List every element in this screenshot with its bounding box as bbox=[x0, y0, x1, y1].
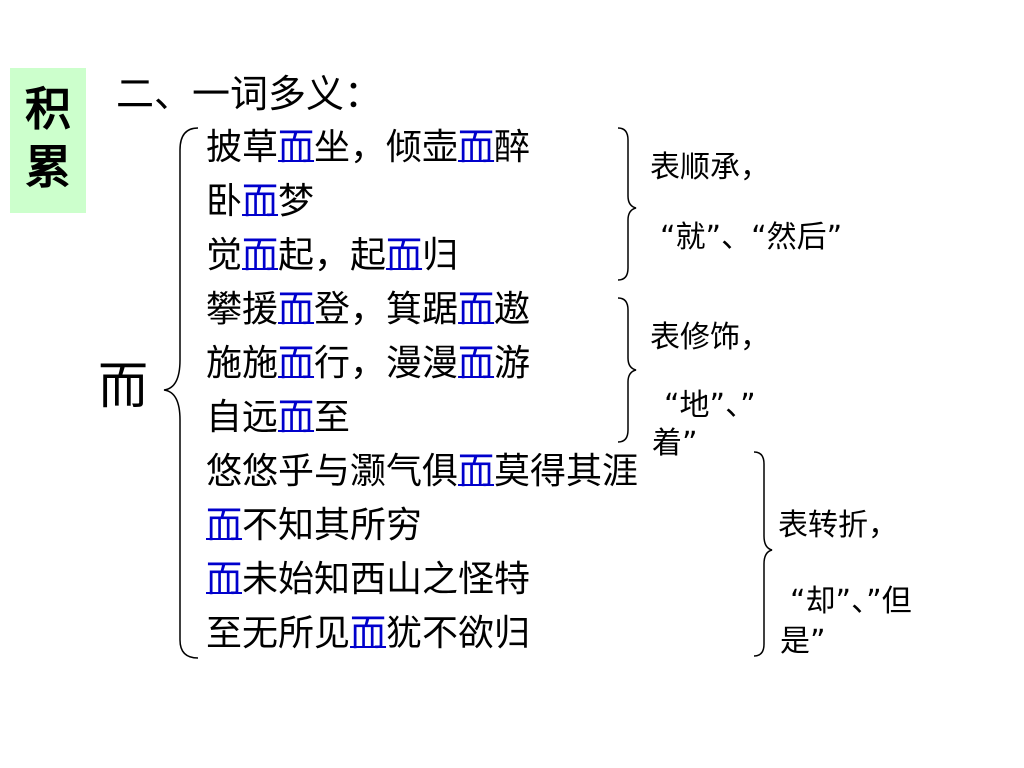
highlight-er: 而 bbox=[278, 343, 315, 384]
example-line-2: 卧而梦 bbox=[206, 178, 314, 226]
modifier-brace bbox=[617, 297, 637, 443]
tag-char-2: 累 bbox=[25, 140, 71, 194]
line-text: 起，起 bbox=[278, 235, 387, 276]
line-text: 悠悠乎与灏气俱 bbox=[206, 451, 459, 492]
highlight-er: 而 bbox=[278, 127, 315, 168]
succession-brace bbox=[617, 127, 637, 281]
category-tag: 积 累 bbox=[10, 68, 86, 213]
line-text: 自远 bbox=[206, 397, 279, 438]
example-line-10: 至无所见而犹不欲归 bbox=[206, 610, 530, 658]
section-heading: 二、一词多义： bbox=[116, 72, 383, 116]
highlight-er: 而 bbox=[458, 289, 495, 330]
line-text: 卧 bbox=[206, 181, 243, 222]
line-text: 遨 bbox=[494, 289, 531, 330]
turn-label: 表转折， bbox=[778, 508, 898, 543]
tag-char-1: 积 bbox=[25, 82, 71, 136]
main-character: 而 bbox=[98, 357, 148, 415]
line-text: 行，漫漫 bbox=[314, 343, 459, 384]
modifier-words-line1: “地”、” bbox=[664, 388, 756, 423]
highlight-er: 而 bbox=[386, 235, 423, 276]
highlight-er: 而 bbox=[206, 559, 243, 600]
turn-words-line2: 是” bbox=[780, 624, 826, 659]
line-text: 坐，倾壶 bbox=[314, 127, 459, 168]
line-text: 攀援 bbox=[206, 289, 279, 330]
example-line-6: 自远而至 bbox=[206, 394, 350, 442]
example-line-9: 而未始知西山之怪特 bbox=[206, 556, 530, 604]
line-text: 登，箕踞 bbox=[314, 289, 459, 330]
line-text: 梦 bbox=[278, 181, 315, 222]
line-text: 不知其所穷 bbox=[242, 505, 423, 546]
line-text: 归 bbox=[422, 235, 459, 276]
example-line-8: 而不知其所穷 bbox=[206, 502, 422, 550]
highlight-er: 而 bbox=[458, 127, 495, 168]
line-text: 至 bbox=[314, 397, 351, 438]
modifier-label: 表修饰， bbox=[650, 320, 770, 355]
highlight-er: 而 bbox=[242, 235, 279, 276]
succession-label: 表顺承， bbox=[650, 150, 770, 185]
highlight-er: 而 bbox=[458, 343, 495, 384]
highlight-er: 而 bbox=[458, 451, 495, 492]
line-text: 施施 bbox=[206, 343, 279, 384]
line-text: 至无所见 bbox=[206, 613, 351, 654]
succession-words: “就”、“然后” bbox=[660, 220, 843, 255]
line-text: 醉 bbox=[494, 127, 531, 168]
highlight-er: 而 bbox=[206, 505, 243, 546]
turn-words-line1: “却”、”但 bbox=[790, 584, 912, 619]
example-line-7: 悠悠乎与灏气俱而莫得其涯 bbox=[206, 448, 638, 496]
line-text: 犹不欲归 bbox=[386, 613, 531, 654]
highlight-er: 而 bbox=[350, 613, 387, 654]
turn-brace bbox=[753, 451, 773, 657]
example-line-5: 施施而行，漫漫而游 bbox=[206, 340, 530, 388]
highlight-er: 而 bbox=[278, 397, 315, 438]
line-text: 未始知西山之怪特 bbox=[242, 559, 531, 600]
example-line-4: 攀援而登，箕踞而遨 bbox=[206, 286, 530, 334]
example-line-1: 披草而坐，倾壶而醉 bbox=[206, 124, 530, 172]
line-text: 游 bbox=[494, 343, 531, 384]
example-line-3: 觉而起，起而归 bbox=[206, 232, 458, 280]
main-left-brace bbox=[163, 127, 199, 659]
highlight-er: 而 bbox=[242, 181, 279, 222]
line-text: 莫得其涯 bbox=[494, 451, 639, 492]
line-text: 披草 bbox=[206, 127, 279, 168]
modifier-words-line2: 着” bbox=[652, 426, 698, 461]
line-text: 觉 bbox=[206, 235, 243, 276]
highlight-er: 而 bbox=[278, 289, 315, 330]
